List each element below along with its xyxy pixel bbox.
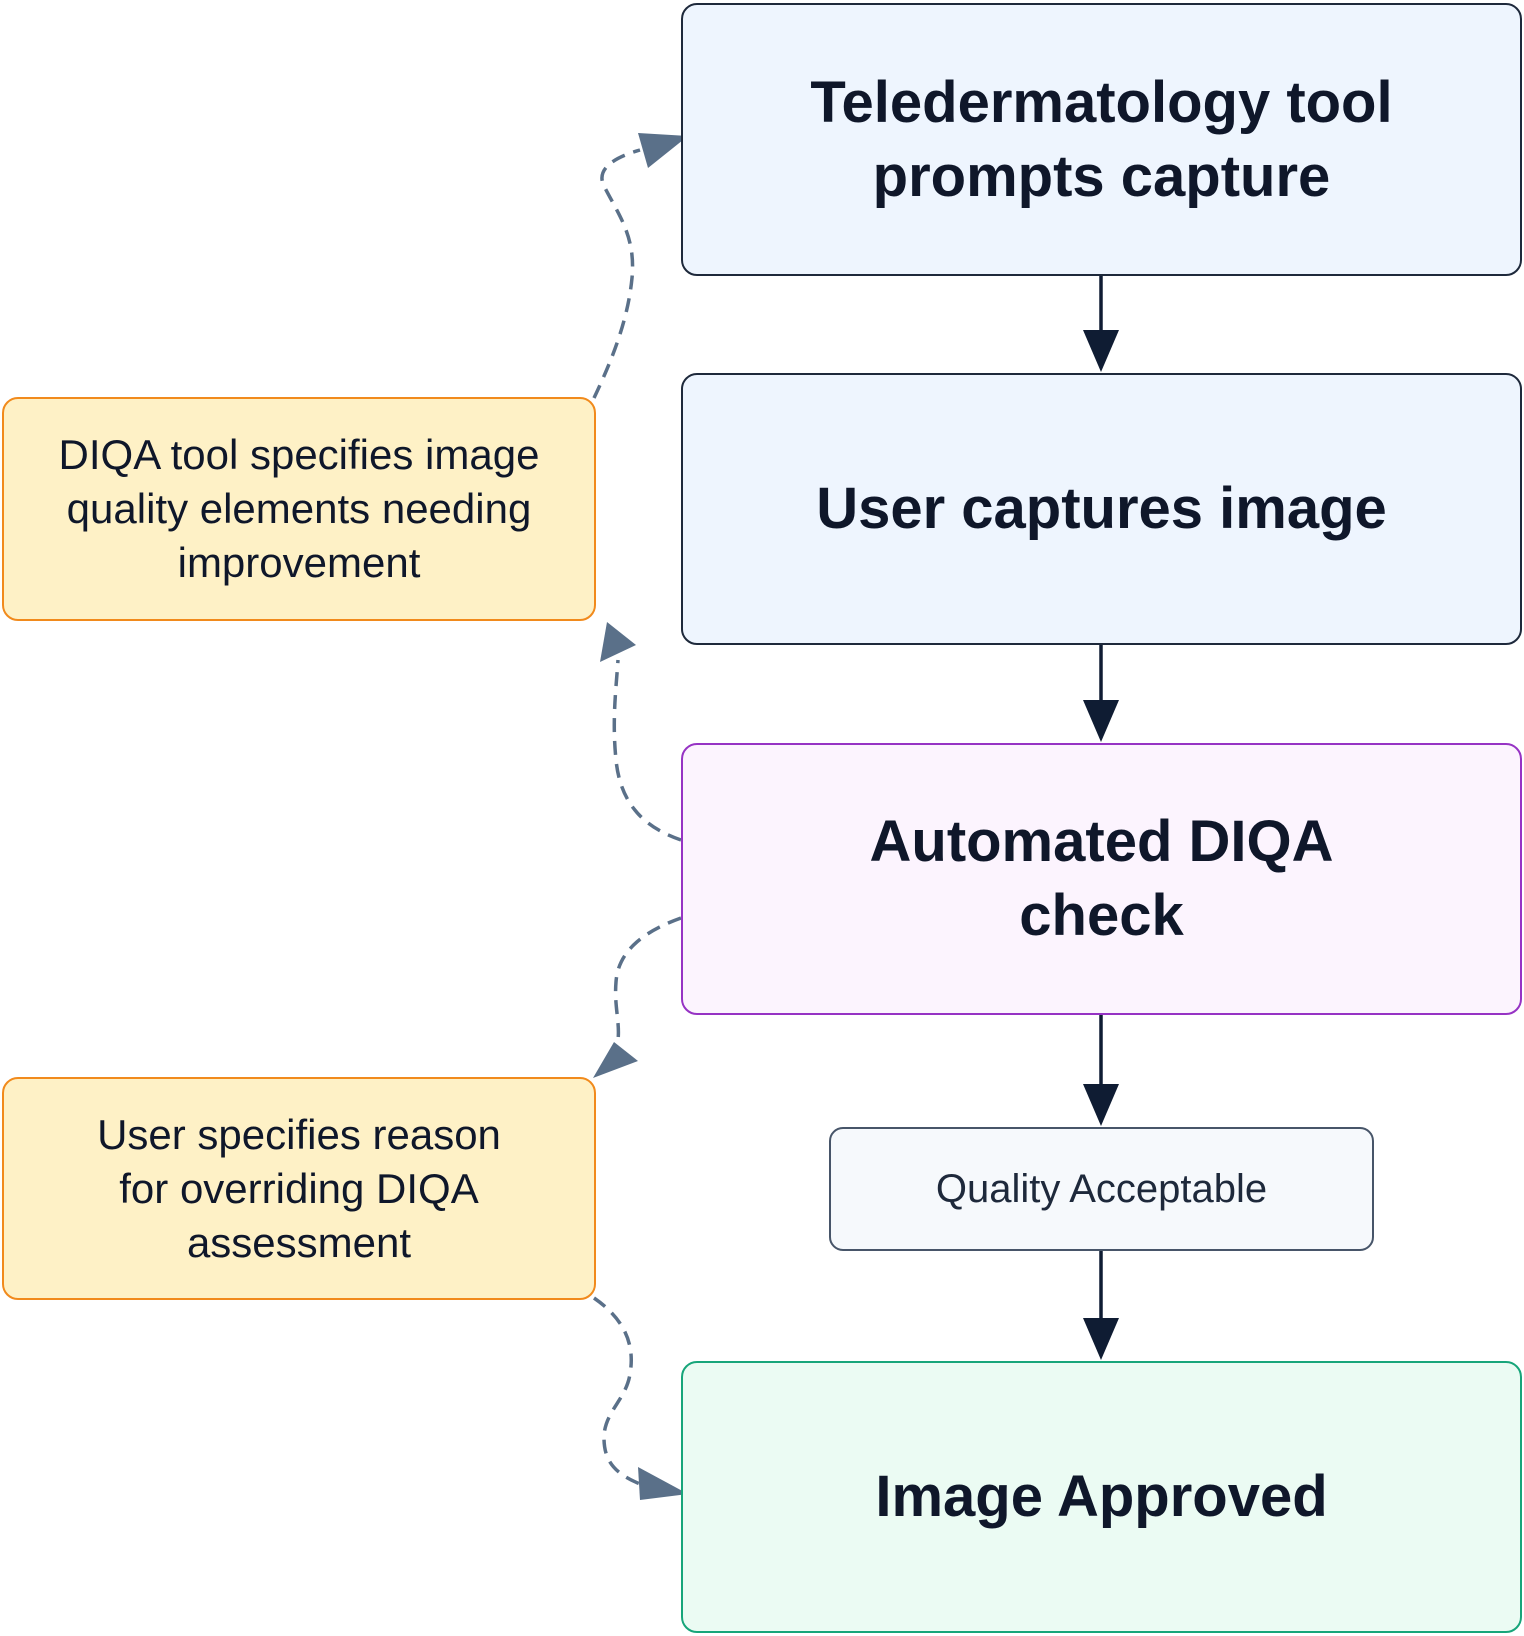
node-label: Quality Acceptable	[935, 1166, 1268, 1211]
node-label: User specifies reason for overriding DIQ…	[97, 1110, 501, 1266]
node-label: DIQA tool specifies image quality elemen…	[58, 431, 540, 586]
node-image-approved: Image Approved	[681, 1361, 1522, 1633]
arrowhead-check-to-specifies	[600, 622, 636, 662]
arrowhead-check-to-override	[593, 1042, 638, 1078]
node-label: Image Approved	[875, 1464, 1328, 1529]
arrowhead-override-to-approved	[638, 1467, 688, 1500]
node-label: Teledermatology tool prompts capture	[810, 69, 1393, 209]
node-label: Automated DIQA check	[869, 809, 1334, 948]
arrowhead-prompt-to-capture	[1083, 330, 1119, 372]
edge-check-to-specifies	[612, 659, 682, 842]
edge-override-to-approved	[593, 1296, 641, 1486]
arrowhead-acceptable-to-approved	[1083, 1318, 1119, 1360]
node-teledermatology-prompt: Teledermatology tool prompts capture	[681, 3, 1522, 276]
arrowhead-check-to-acceptable	[1083, 1084, 1119, 1126]
node-user-captures-image: User captures image	[681, 373, 1522, 645]
arrowhead-specifies-to-prompt	[638, 133, 688, 168]
solid-connectors	[1083, 276, 1119, 1360]
node-label: User captures image	[816, 476, 1387, 541]
node-quality-acceptable: Quality Acceptable	[829, 1127, 1374, 1251]
edge-check-to-override	[613, 916, 682, 1041]
edge-specifies-to-prompt	[592, 148, 641, 399]
dashed-connectors	[592, 148, 682, 1486]
node-diqa-specifies-elements: DIQA tool specifies image quality elemen…	[2, 397, 596, 621]
dashed-arrowheads	[593, 133, 688, 1500]
arrowhead-capture-to-check	[1083, 700, 1119, 742]
node-user-override-reason: User specifies reason for overriding DIQ…	[2, 1077, 596, 1300]
node-automated-diqa-check: Automated DIQA check	[681, 743, 1522, 1015]
